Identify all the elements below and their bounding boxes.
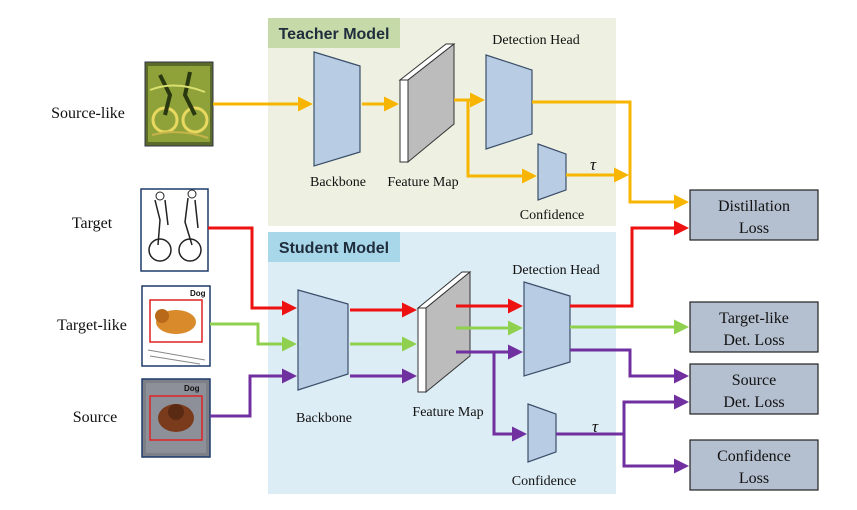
student-detection-head-block — [523, 281, 571, 377]
teacher-arrows — [213, 92, 689, 210]
target-like-det-loss-box: Target-like Det. Loss — [689, 301, 819, 353]
target-like-arrows — [210, 319, 689, 352]
student-confidence-block — [527, 403, 557, 463]
source-loss-line1: Source — [732, 372, 776, 389]
distillation-loss-box: Distillation Loss — [689, 189, 819, 241]
arrow-target-head-to-distillation — [570, 220, 689, 308]
student-feature-map-label: Feature Map — [412, 405, 483, 420]
arrow-teacher-feature-to-confidence — [466, 100, 537, 184]
student-confidence-label: Confidence — [512, 474, 577, 489]
teacher-title-box — [268, 18, 400, 48]
target-like-dog-tag: Dog — [190, 289, 206, 298]
source-image: Dog — [141, 378, 211, 458]
teacher-detection-head-block — [485, 54, 533, 150]
teacher-tau: τ — [590, 155, 597, 174]
teacher-confidence-label: Confidence — [520, 208, 585, 223]
teacher-title: Teacher Model — [279, 26, 390, 43]
arrow-target-like-to-student-backbone — [210, 322, 297, 352]
teacher-detection-head-label: Detection Head — [492, 33, 579, 48]
confidence-loss-line2: Loss — [739, 470, 769, 487]
target-like-loss-line1: Target-like — [719, 310, 789, 327]
distillation-loss-line2: Loss — [739, 220, 769, 237]
arrow-target-to-student-backbone — [208, 226, 297, 316]
student-title-box — [268, 232, 400, 262]
student-feature-map — [416, 270, 472, 394]
teacher-feature-map — [398, 42, 456, 164]
target-like-loss-line2: Det. Loss — [723, 332, 784, 349]
label-target-like: Target-like — [57, 317, 127, 334]
teacher-backbone-block — [313, 51, 361, 167]
arrow-student-confidence-to-source-loss — [556, 394, 689, 436]
confidence-loss-box: Confidence Loss — [689, 439, 819, 491]
source-loss-line2: Det. Loss — [723, 394, 784, 411]
student-detection-head-label: Detection Head — [512, 263, 599, 278]
student-backbone-block — [297, 289, 349, 391]
label-source-like: Source-like — [51, 105, 125, 122]
source-arrows — [210, 344, 689, 474]
target-arrows — [208, 220, 689, 318]
source-det-loss-box: Source Det. Loss — [689, 363, 819, 415]
arrow-source-head-to-loss — [570, 348, 689, 384]
source-like-image — [144, 61, 214, 147]
arrow-source-to-student-backbone — [210, 368, 297, 418]
student-tau: τ — [592, 417, 599, 436]
confidence-loss-line1: Confidence — [717, 448, 791, 465]
student-backbone-label: Backbone — [296, 411, 352, 426]
target-like-image: Dog — [141, 285, 211, 367]
teacher-feature-map-label: Feature Map — [387, 175, 458, 190]
teacher-confidence-block — [537, 143, 567, 201]
source-dog-tag: Dog — [184, 384, 200, 393]
student-title: Student Model — [279, 240, 389, 257]
target-image — [140, 188, 209, 272]
teacher-backbone-label: Backbone — [310, 175, 366, 190]
label-target: Target — [72, 215, 113, 232]
arrow-teacher-head-to-distillation — [532, 100, 689, 210]
arrow-source-feature-to-confidence — [492, 352, 527, 442]
label-source: Source — [73, 409, 117, 426]
distillation-loss-line1: Distillation — [718, 198, 790, 215]
arrow-student-confidence-to-confidence-loss — [622, 434, 689, 474]
